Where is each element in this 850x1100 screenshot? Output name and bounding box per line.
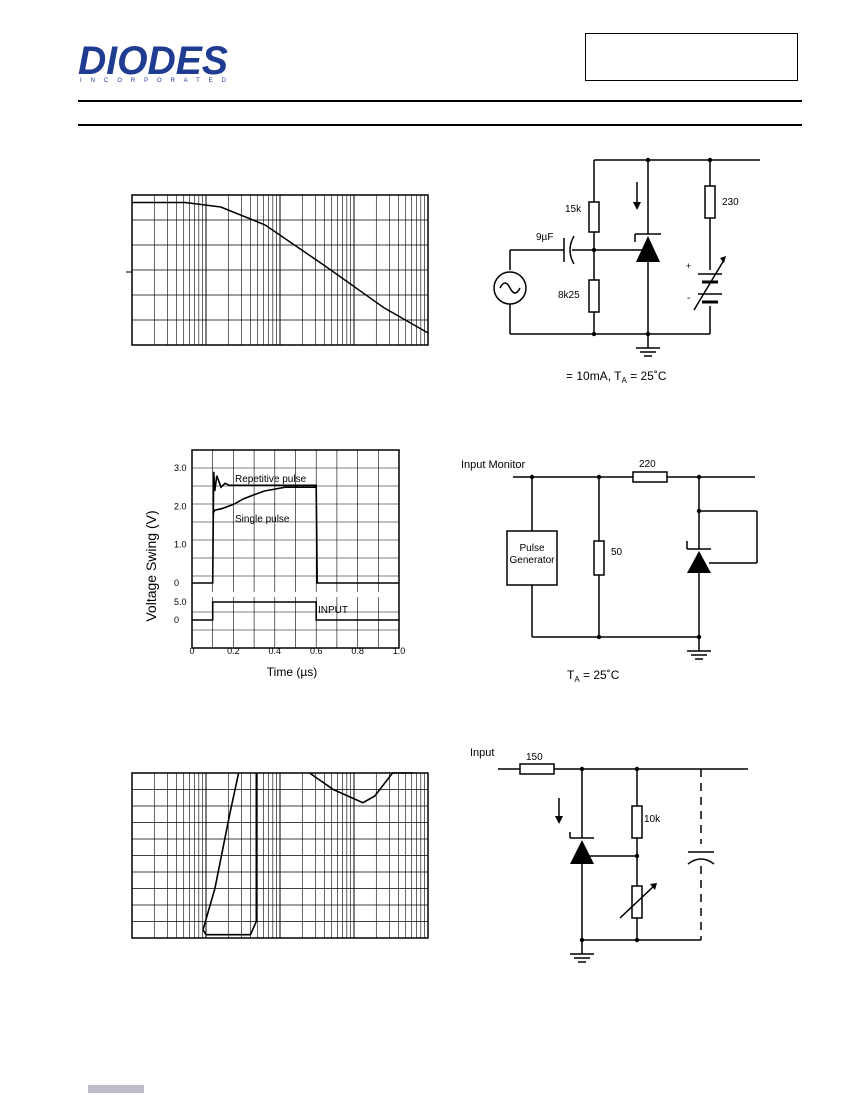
label-220: 220 [639,459,656,470]
chart-2-frame [191,449,400,649]
x-tick-label: 0 [189,646,194,656]
circuit-3: Input 150 10k [470,747,748,963]
series-line-single-pulse [211,486,317,515]
chart-2-marks [192,471,399,621]
label-150: 150 [526,752,543,763]
chart-3-grid [131,773,429,938]
chart-1 [126,194,429,346]
chart-2: 0 0.2 0.4 0.6 0.8 1.0 0 1.0 2.0 3.0 0 5.0 Repetitiv… [143,449,405,679]
annotation-single: Single pulse [235,514,290,525]
x-tick-label: 0.4 [269,646,282,656]
label-generator: Generator [509,555,555,566]
input-tick-label: 0 [174,615,179,625]
capacitor-plate-b [569,235,575,265]
y-tick-label: 0 [174,578,179,588]
label-10k: 10k [644,814,661,825]
part-number-box [585,33,798,81]
chart-2-ylabel: Voltage Swing (V) [143,510,159,621]
chart-2-ticks: 0 0.2 0.4 0.6 0.8 1.0 0 1.0 2.0 3.0 0 5.0 [174,463,405,656]
annotation-input: INPUT [318,605,348,616]
footer-link[interactable] [88,1085,144,1093]
circuit-2-caption: TA = 25˚C [567,668,620,684]
y-tick-label: 3.0 [174,463,187,473]
series-line-repetitive-pulse [192,471,399,584]
circuit-2: Input Monitor 220 Pulse Generator 50 TA … [461,459,758,684]
label-15k: 15k [565,204,582,215]
capacitor-plate-b [687,858,715,865]
circuit-1: 15k 8k25 9µF 230 + - = 10mA, TA = 25˚C [493,157,760,385]
resistor-8k25 [588,279,600,313]
circuit-1-caption: = 10mA, TA = 25˚C [566,369,667,385]
resistor-220 [632,471,668,483]
label-50: 50 [611,547,623,558]
input-tick-label: 5.0 [174,597,187,607]
label-input: Input [470,747,494,759]
x-tick-label: 1.0 [393,646,406,656]
diodes-logo: DIODES I N C O R P O R A T E D [78,39,238,84]
resistor-10k [631,805,643,839]
x-tick-label: 0.2 [227,646,240,656]
label-pulse: Pulse [519,543,544,554]
current-arrow [633,202,641,210]
series-line-curve-b [202,773,258,936]
label-9uf: 9µF [536,232,553,243]
chart-1-grid [131,195,429,345]
chart-1-frame [131,194,429,346]
annotation-repetitive: Repetitive pulse [235,474,307,485]
resistor-230 [704,185,716,219]
chart-3 [131,772,429,939]
chart-3-series [202,772,414,936]
label-input-monitor: Input Monitor [461,459,526,471]
header-rule-top [78,100,802,102]
axis-break [190,592,401,597]
resistor-50 [593,540,605,576]
chart-3-frame [131,772,429,939]
logo-tagline: I N C O R P O R A T E D [80,78,227,84]
chart-2-grid [190,450,401,648]
label-minus: - [687,293,690,304]
label-8k25: 8k25 [558,290,580,301]
resistor-150 [519,763,555,775]
current-arrow-3 [555,816,563,824]
y-tick-label: 2.0 [174,501,187,511]
series-line-curve-a [202,772,240,931]
zener-diode-2 [687,551,711,573]
x-tick-label: 0.6 [310,646,323,656]
zener-diode-3 [570,840,594,864]
resistor-15k [588,201,600,233]
label-230: 230 [722,197,739,208]
chart-2-xlabel: Time (µs) [267,665,317,679]
series-line-curve-c [309,772,414,804]
header-rule-bottom [78,124,802,126]
series-line-input [192,601,399,621]
logo-wordmark: DIODES [78,40,228,83]
chart-1-series-line [132,201,429,334]
y-tick-label: 1.0 [174,540,187,550]
label-plus: + [686,261,691,271]
zener-diode [636,236,660,262]
x-tick-label: 0.8 [351,646,364,656]
